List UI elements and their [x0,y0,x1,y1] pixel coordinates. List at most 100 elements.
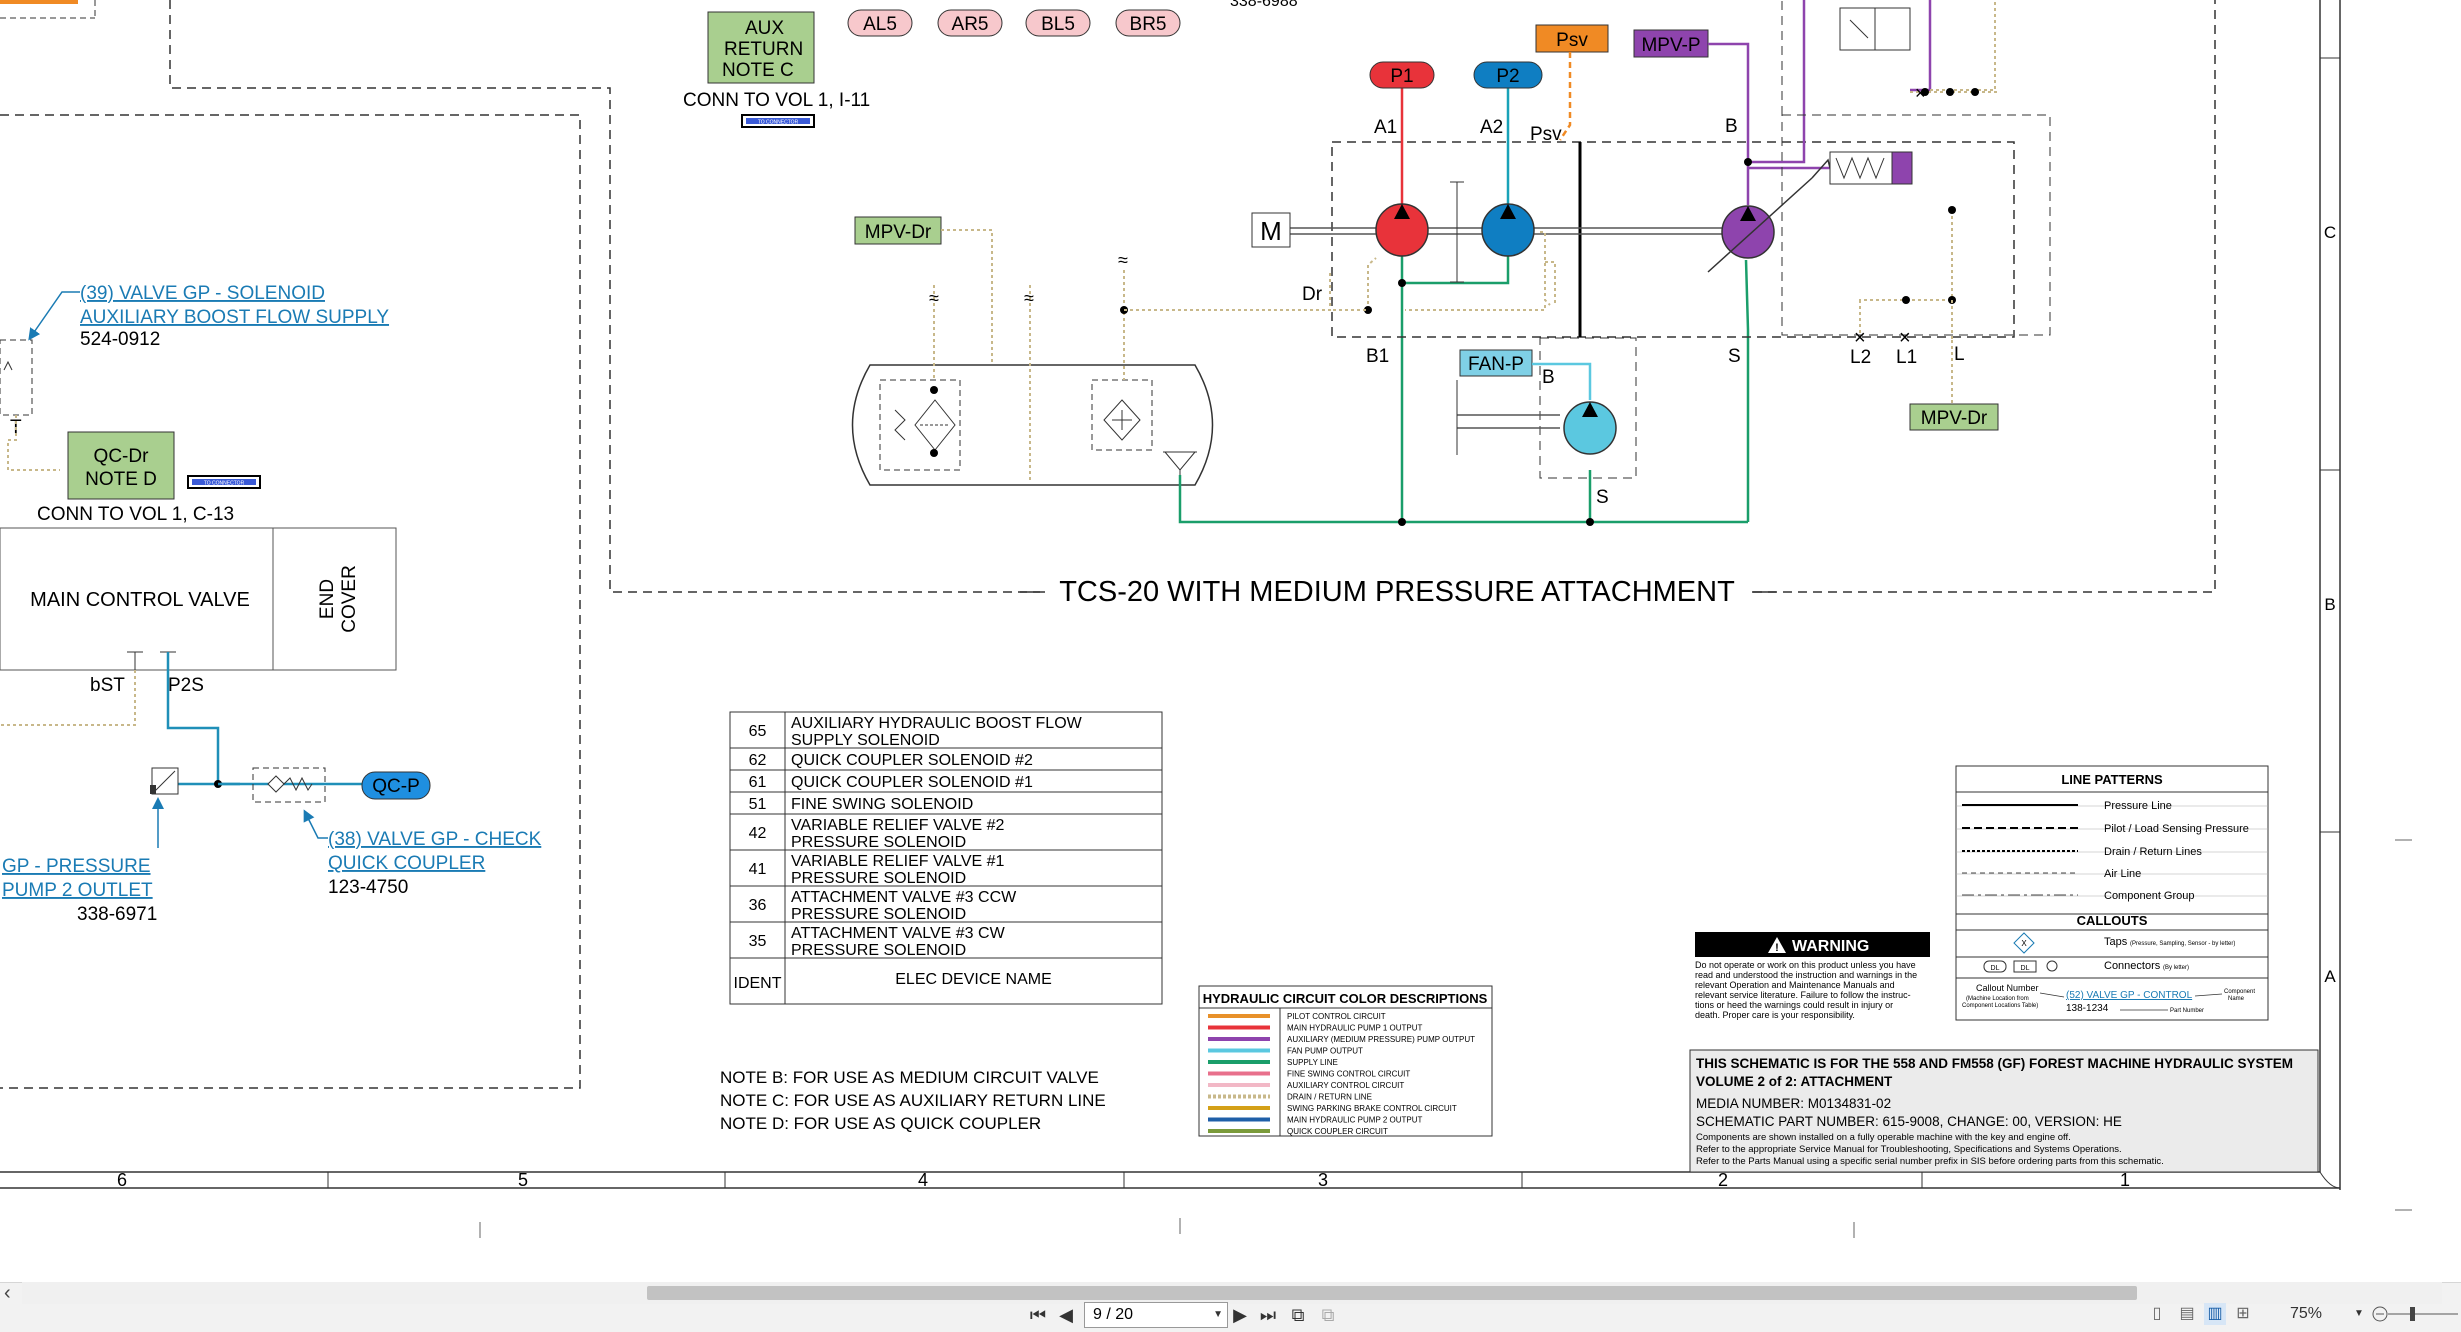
svg-text:AL5: AL5 [863,14,897,35]
device-name-cell: SUPPLY SOLENOID [791,732,940,749]
horizontal-scrollbar[interactable] [22,1282,2442,1304]
zoom-out-icon [2372,1306,2388,1322]
continuous-facing-view-icon[interactable]: ⊞ [2236,1305,2250,1322]
svg-text:Part Number: Part Number [2170,1008,2204,1014]
port-bst: bST [90,675,125,696]
svg-text:(Pressure, Sampling, Sensor -: (Pressure, Sampling, Sensor - by letter) [2130,941,2235,947]
next-page-icon[interactable]: ▶ [1233,1305,1247,1325]
device-name-header: ELEC DEVICE NAME [895,971,1051,988]
device-name-cell: QUICK COUPLER SOLENOID #1 [791,774,1033,791]
first-page-icon[interactable]: ⏮ [1029,1305,1047,1325]
continuous-view-icon[interactable]: ▤ [2179,1305,2195,1322]
p1-tag: P1 [1369,61,1435,89]
port-p2s: P2S [168,675,204,696]
svg-text:Refer to the appropriate Servi: Refer to the appropriate Service Manual … [1696,1144,2122,1155]
ar5-tag: AR5 [937,9,1003,37]
svg-text:LINE PATTERNS: LINE PATTERNS [2061,772,2163,787]
svg-text:BR5: BR5 [1130,14,1167,35]
svg-text:P2: P2 [1496,66,1519,87]
single-page-view-icon[interactable]: ▯ [2152,1305,2162,1322]
svg-text:Component Group: Component Group [2104,890,2195,902]
color-descriptions-legend: HYDRAULIC CIRCUIT COLOR DESCRIPTIONS PIL… [1198,985,1493,1137]
valve-39-part: 524-0912 [80,329,160,350]
zoom-level[interactable]: 75% [2290,1305,2323,1322]
previous-page-icon[interactable]: ◀ [1059,1305,1073,1325]
legend-label: FINE SWING CONTROL CIRCUIT [1287,1070,1410,1079]
scroll-left-icon[interactable]: ‹ [4,1282,11,1304]
legend-label: FAN PUMP OUTPUT [1287,1047,1363,1056]
svg-text:MPV-P: MPV-P [1641,35,1700,56]
ident-cell: 36 [749,897,767,914]
valve-39-callout[interactable]: (39) VALVE GP - SOLENOID AUXILIARY BOOST… [80,283,389,328]
svg-text:X: X [2021,939,2027,948]
svg-text:BL5: BL5 [1041,14,1075,35]
qc-p-tag: QC-P [361,771,431,800]
last-page-icon[interactable]: ⏭ [1259,1305,1277,1325]
svg-text:death. Proper care is your res: death. Proper care is your responsibilit… [1695,1010,1855,1020]
paste-page-icon[interactable]: ⧉ [1321,1305,1335,1325]
svg-text:MEDIA NUMBER: M0134831-02: MEDIA NUMBER: M0134831-02 [1696,1096,1891,1111]
copy-page-icon[interactable]: ⧉ [1291,1305,1305,1325]
mpv-p-tag: MPV-P [1633,29,1709,58]
zone-b: B [2324,595,2335,614]
svg-text:END: END [317,579,338,619]
zone-2: 2 [1718,1170,1728,1190]
svg-text:Refer to the Parts Manual usin: Refer to the Parts Manual using a specif… [1696,1156,2164,1167]
mpv-dr-right-tag: MPV-Dr [1909,403,1999,431]
fan-port-s: S [1596,487,1609,508]
svg-text:M: M [1260,216,1282,246]
note-b: NOTE B: FOR USE AS MEDIUM CIRCUIT VALVE [720,1068,1099,1087]
motor-icon: M [1251,212,1291,248]
ident-cell: 41 [749,861,767,878]
legend-label: PILOT CONTROL CIRCUIT [1287,1012,1386,1021]
svg-text:THIS SCHEMATIC IS FOR THE 558: THIS SCHEMATIC IS FOR THE 558 AND FM558 … [1696,1056,2293,1071]
pdf-viewer-canvas[interactable]: 6 5 4 3 2 1 C B A AUX RETURN NOTE C CONN… [0,0,2461,1282]
port-a2: A2 [1480,117,1503,138]
orange-tab [0,0,78,4]
svg-text:FAN-P: FAN-P [1468,354,1524,375]
svg-text:P1: P1 [1390,66,1413,87]
svg-text:TO CONNECTOR: TO CONNECTOR [758,120,799,126]
ident-cell: 65 [749,723,767,740]
zoom-dropdown-icon[interactable]: ▼ [2354,1308,2364,1319]
br5-tag: BR5 [1115,9,1181,37]
svg-text:AUX: AUX [745,18,784,39]
svg-text:VOLUME 2 of 2: ATTACHMENT: VOLUME 2 of 2: ATTACHMENT [1696,1074,1893,1089]
device-name-cell: PRESSURE SOLENOID [791,870,966,887]
svg-text:(Machine Location from: (Machine Location from [1966,996,2029,1002]
svg-text:Drain / Return Lines: Drain / Return Lines [2104,846,2202,858]
svg-text:QC-P: QC-P [372,776,420,797]
facing-pages-view-icon[interactable]: ▥ [2204,1303,2226,1325]
psv-tag: Psv [1535,24,1609,53]
title-block: THIS SCHEMATIC IS FOR THE 558 AND FM558 … [1689,1049,2319,1173]
svg-text:MPV-Dr: MPV-Dr [865,222,932,243]
svg-text:(52) VALVE GP - CONTROL: (52) VALVE GP - CONTROL [2066,990,2193,1001]
top-partial-part: 338-6988 [1230,0,1298,10]
svg-text:DL: DL [1991,965,2000,972]
port-psv: Psv [1530,124,1562,145]
ident-cell: 51 [749,796,767,813]
svg-text:HYDRAULIC CIRCUIT COLOR DESCRI: HYDRAULIC CIRCUIT COLOR DESCRIPTIONS [1203,991,1488,1006]
section-frame-tcs20 [169,0,2216,593]
svg-text:tions or heed the warnings cou: tions or heed the warnings could result … [1695,1000,1893,1010]
page-number-value: 9 / 20 [1093,1306,1134,1323]
svg-text:Taps: Taps [2104,936,2128,948]
page-number-select[interactable]: 9 / 20▼ [1084,1302,1228,1328]
pressure-switch-callout[interactable]: GP - PRESSURE PUMP 2 OUTLET [2,856,153,901]
zoom-slider[interactable] [2370,1304,2460,1324]
legend-label: MAIN HYDRAULIC PUMP 2 OUTPUT [1287,1116,1423,1125]
ident-header: IDENT [734,975,782,992]
valve-38-callout[interactable]: (38) VALVE GP - CHECK QUICK COUPLER [328,829,542,874]
supply-line [1178,475,1748,524]
port-s: S [1728,346,1741,367]
check-valve-icon [252,767,326,803]
svg-text:read and understood the instru: read and understood the instruction and … [1695,970,1917,980]
scrollbar-thumb[interactable] [647,1286,2137,1300]
svg-text:AUXILIARY BOOST FLOW SUPPLY: AUXILIARY BOOST FLOW SUPPLY [80,307,389,328]
device-name-cell: AUXILIARY HYDRAULIC BOOST FLOW [791,715,1083,732]
section-frame-left [0,114,581,1089]
